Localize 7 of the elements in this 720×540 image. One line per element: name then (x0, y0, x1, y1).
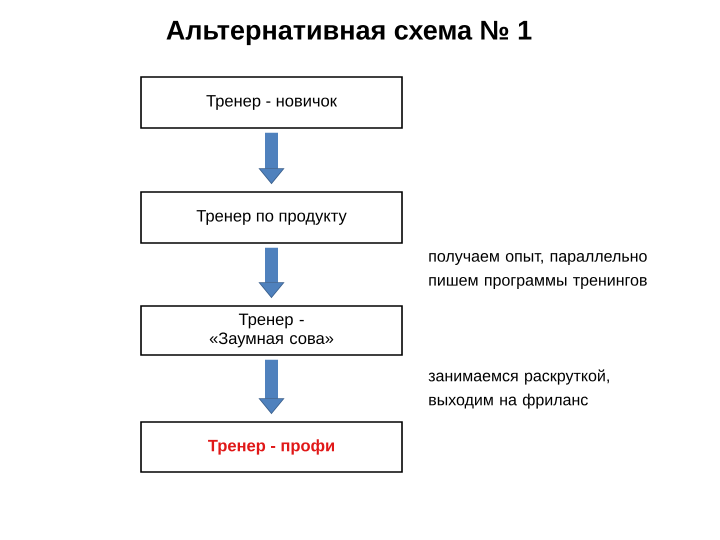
process-box: Тренер по продукту (140, 191, 403, 244)
process-box: Тренер - новичок (140, 76, 403, 129)
note: занимаемся раскруткой, выходим на фриланс (428, 369, 609, 409)
process-box: Тренер - «Заумная сова» (140, 305, 403, 356)
note: получаем опыт, параллельно пишем программы тренингов (429, 253, 647, 289)
title: Альтернативная схема № 1 (166, 20, 532, 46)
process-box: Тренер - профи (140, 421, 403, 473)
